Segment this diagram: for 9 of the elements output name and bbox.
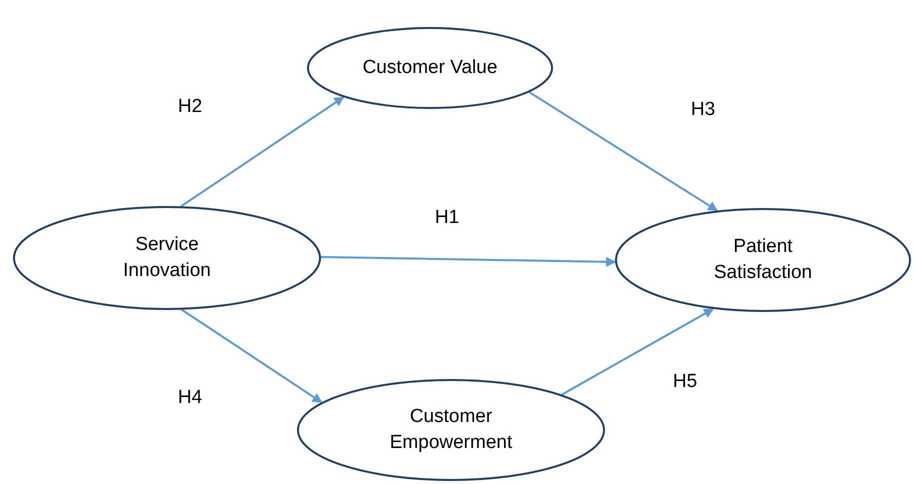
node-label: Customer Empowerment <box>388 405 514 455</box>
arrow <box>320 256 616 267</box>
arrow <box>181 308 322 404</box>
node-label: Patient Satisfaction <box>712 235 814 285</box>
arrow <box>528 91 718 212</box>
arrow <box>561 308 714 396</box>
arrow <box>180 96 344 208</box>
node-label: Service Innovation <box>122 233 212 283</box>
node-label: Customer Value <box>362 56 498 80</box>
